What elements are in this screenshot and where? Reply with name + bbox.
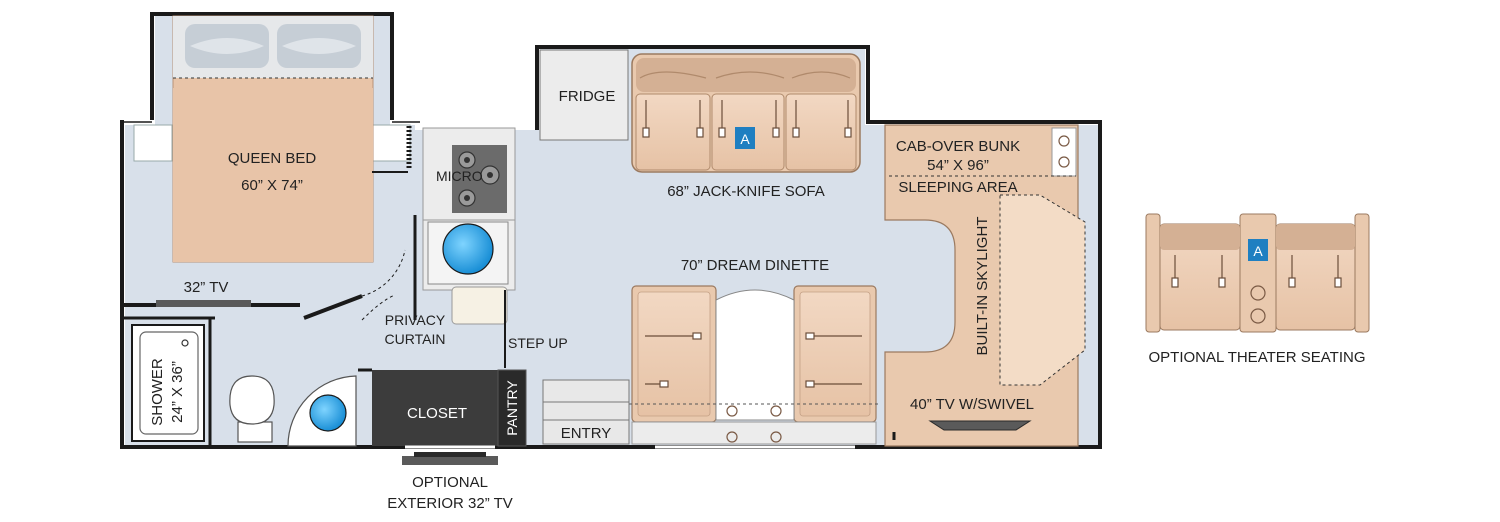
bathroom-sink <box>287 375 357 447</box>
exterior-walls <box>120 12 1102 449</box>
micro-label: MICRO <box>436 168 483 184</box>
closet: CLOSET <box>372 370 498 446</box>
privacy-curtain-label-line2: CURTAIN <box>385 331 446 347</box>
pantry: PANTRY <box>497 369 527 447</box>
theater-badge: A <box>1248 239 1268 261</box>
shower-label: SHOWER <box>149 358 166 426</box>
cab-over-label: CAB-OVER BUNK <box>896 138 1020 155</box>
bedroom-tv-label: 32” TV <box>184 279 229 296</box>
fridge: FRIDGE <box>539 49 629 141</box>
sofa-badge: A <box>735 127 755 149</box>
theater-caption: OPTIONAL THEATER SEATING <box>1149 349 1366 366</box>
exterior-tv: OPTIONAL EXTERIOR 32” TV <box>387 452 513 512</box>
cab-over-bunk: CAB-OVER BUNK 54” X 96” SLEEPING AREA BU… <box>884 124 1086 447</box>
exterior-tv-label-line1: OPTIONAL <box>412 474 488 491</box>
pantry-label: PANTRY <box>504 380 520 436</box>
front-tv-label: 40” TV W/SWIVEL <box>910 396 1034 413</box>
shower-size-label: 24” X 36” <box>169 361 186 423</box>
exterior-tv-label-line2: EXTERIOR 32” TV <box>387 495 513 512</box>
bedroom-tv: 32” TV <box>156 279 251 307</box>
bathroom-walls <box>124 316 372 446</box>
shower: SHOWER 24” X 36” <box>131 324 205 442</box>
dinette-label: 70” DREAM DINETTE <box>681 257 829 274</box>
bedroom-nightstand-left <box>133 124 173 162</box>
svg-text:A: A <box>1253 243 1263 259</box>
theater-seating <box>1145 213 1370 333</box>
sofa-label: 68” JACK-KNIFE SOFA <box>667 183 825 200</box>
closet-label: CLOSET <box>407 405 467 422</box>
queen-bed-label: QUEEN BED <box>228 150 317 167</box>
step-up: STEP UP <box>504 290 568 368</box>
queen-bed: QUEEN BED 60” X 74” <box>172 15 374 263</box>
front-tv: 40” TV W/SWIVEL <box>892 396 1034 440</box>
cab-over-size-label: 54” X 96” <box>927 157 989 174</box>
sleeping-area-label: SLEEPING AREA <box>898 179 1017 196</box>
svg-text:A: A <box>740 131 750 147</box>
bedroom-nightstand-right <box>371 124 411 162</box>
skylight-label: BUILT-IN SKYLIGHT <box>974 217 991 356</box>
entry-label: ENTRY <box>561 425 612 442</box>
jack-knife-sofa <box>631 53 861 173</box>
kitchen-sink <box>427 221 509 285</box>
queen-bed-size-label: 60” X 74” <box>241 177 303 194</box>
fridge-label: FRIDGE <box>559 88 616 105</box>
dream-dinette <box>545 285 880 445</box>
step-up-label: STEP UP <box>508 335 568 351</box>
privacy-curtain-label-line1: PRIVACY <box>385 312 446 328</box>
cooktop <box>452 145 507 213</box>
toilet <box>229 375 275 443</box>
entry-steps: ENTRY <box>542 379 630 445</box>
